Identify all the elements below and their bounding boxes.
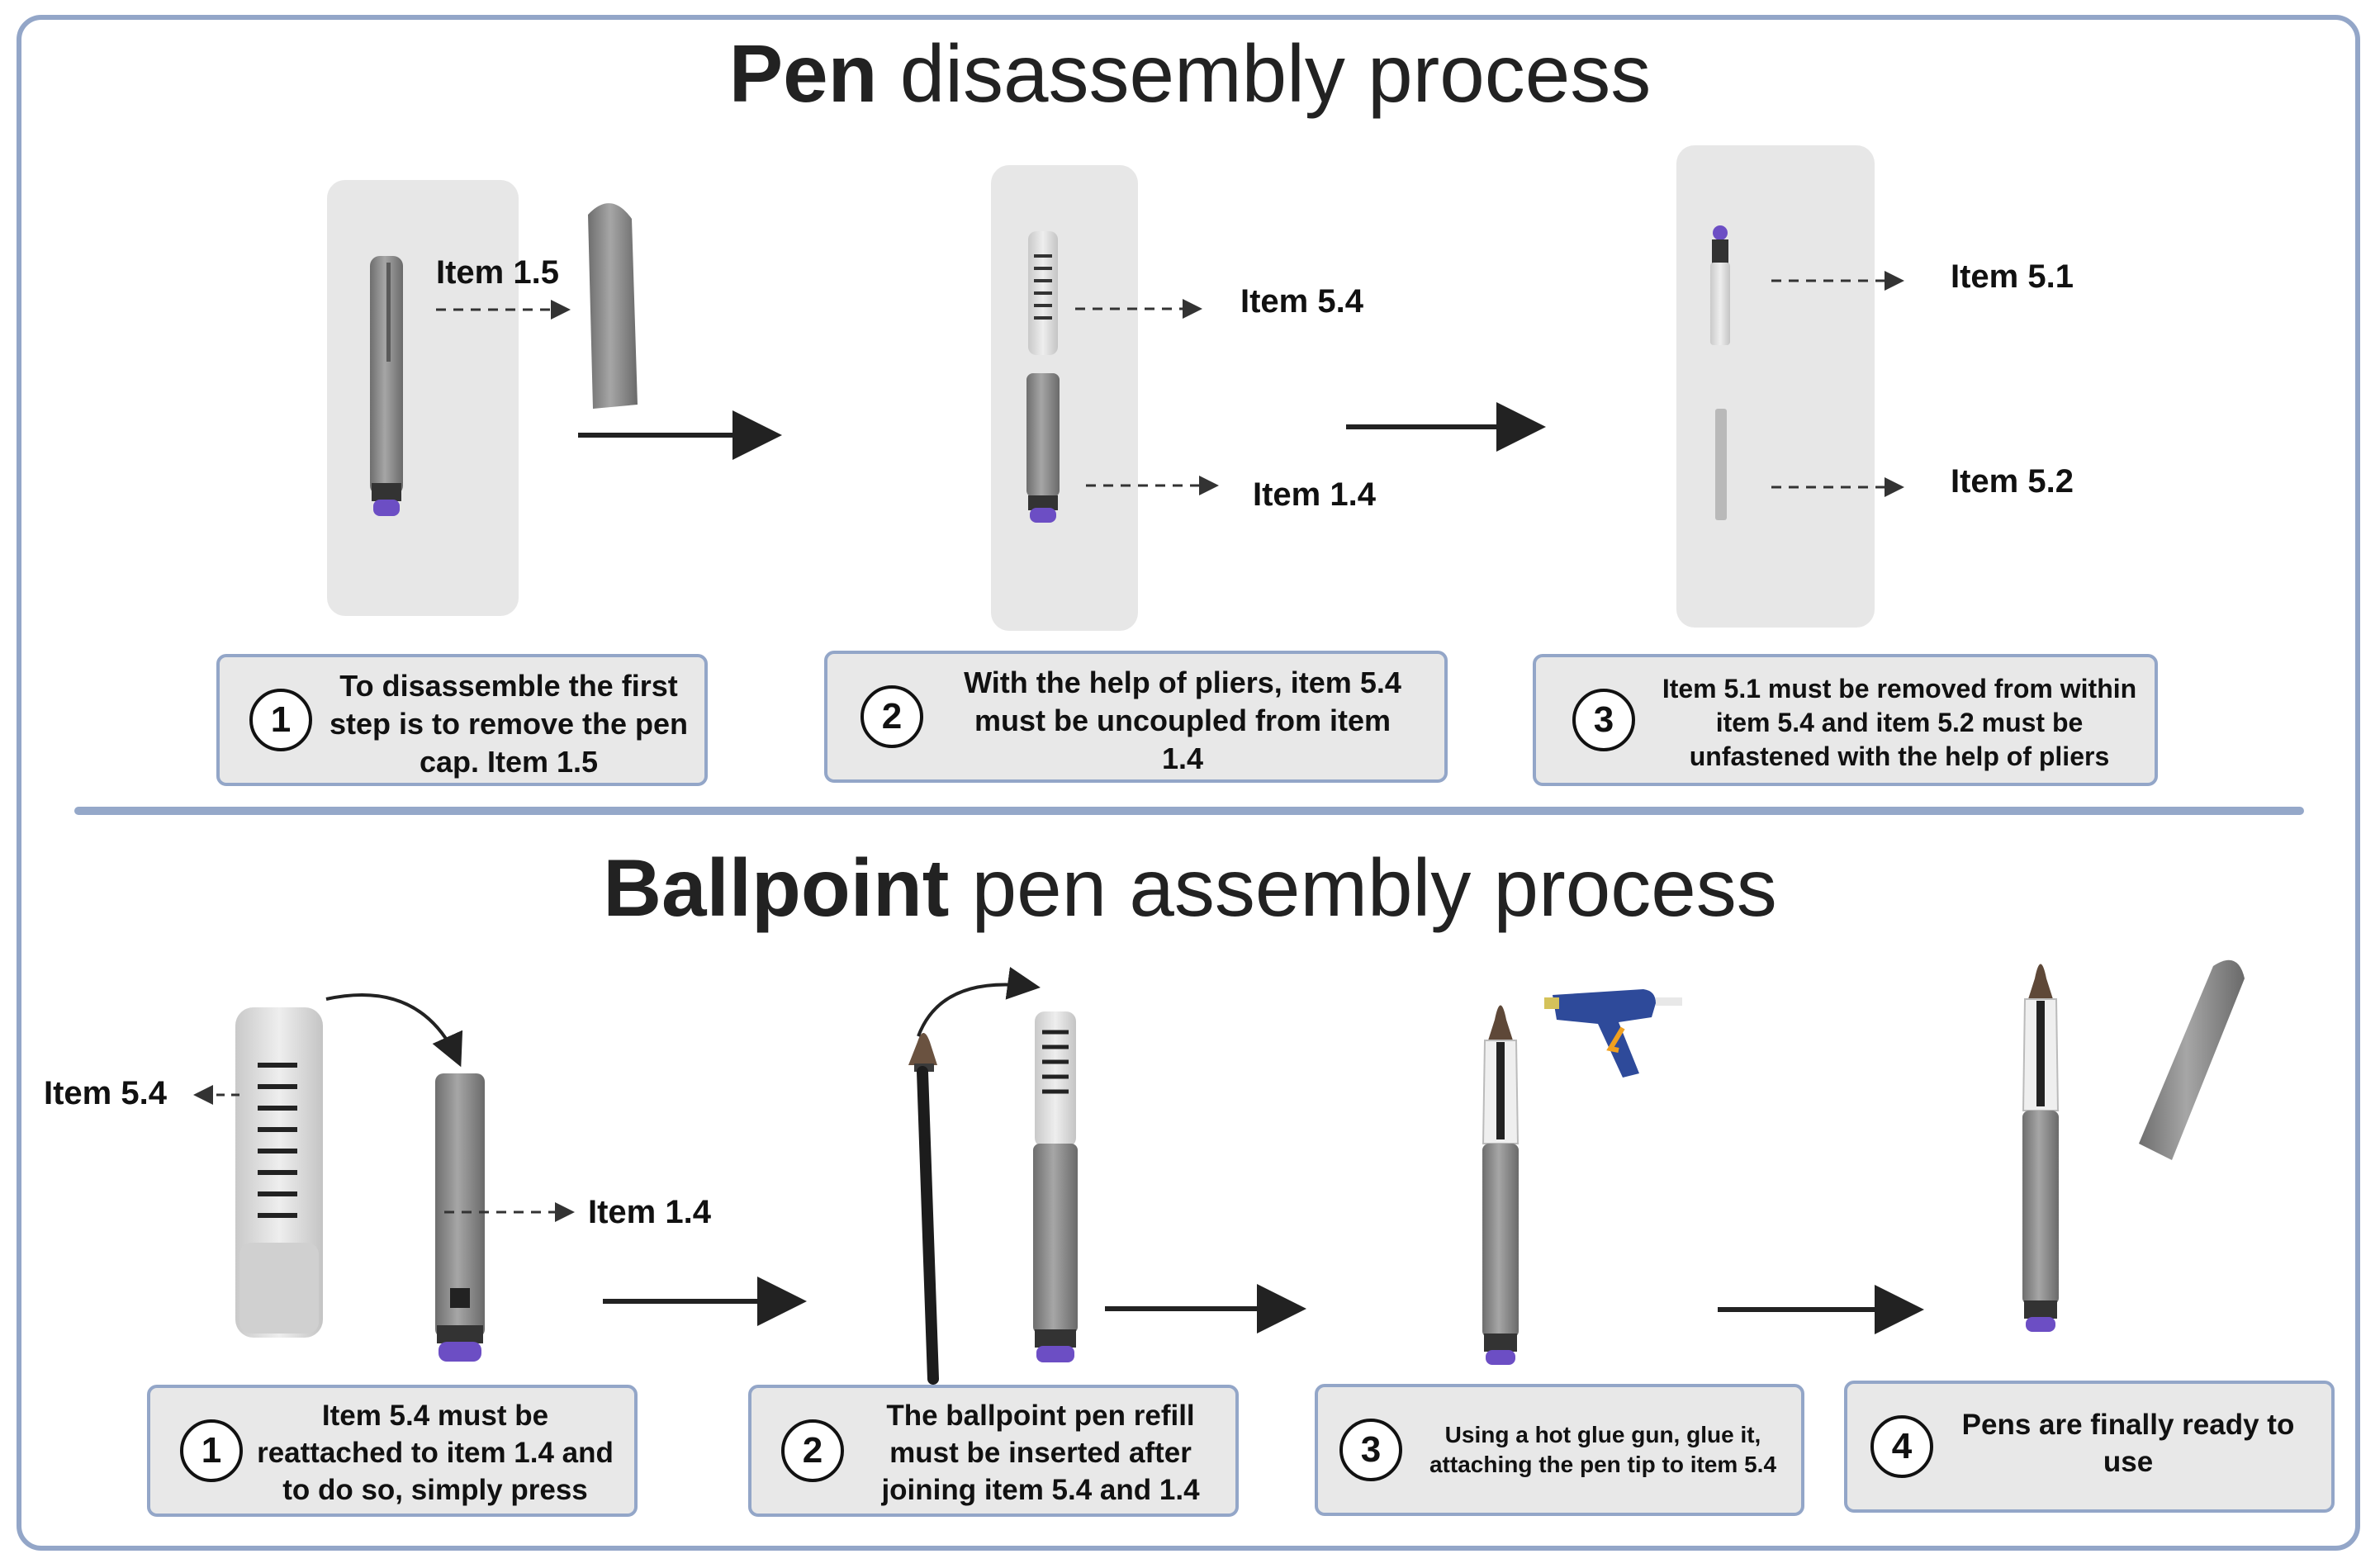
item-1-4-image [1026, 373, 1060, 523]
step-description: To disassemble the first step is to remo… [329, 669, 689, 779]
finished-pen-image [2022, 964, 2060, 1332]
label-item-5-2: Item 5.2 [1951, 463, 2074, 500]
label-item-5-1: Item 5.1 [1951, 258, 2074, 295]
label-item-1-4-bottom: Item 1.4 [588, 1194, 711, 1230]
full-pen-image [370, 256, 403, 516]
bottom-step-4-caption: 4 Pens are finally ready to use [1844, 1381, 2335, 1513]
bottom-step-2-caption: 2 The ballpoint pen refill must be inser… [748, 1385, 1239, 1517]
top-step-3-caption: 3 Item 5.1 must be removed from within i… [1533, 654, 2158, 786]
pen-cap-image [588, 203, 638, 409]
label-item-1-4: Item 1.4 [1253, 476, 1376, 513]
step-number-badge: 2 [860, 685, 923, 748]
bottom-step-3-caption: 3 Using a hot glue gun, glue it, attachi… [1315, 1384, 1804, 1516]
step-number-badge: 3 [1572, 689, 1635, 751]
item-1-4-large-image [435, 1073, 485, 1362]
step-number-badge: 4 [1870, 1415, 1933, 1478]
top-step-1-caption: 1 To disassemble the first step is to re… [216, 654, 708, 786]
refill-image [908, 1033, 939, 1385]
assembly-title: Ballpoint pen assembly process [603, 842, 1777, 933]
diagram-frame [17, 15, 2360, 1551]
step-description: The ballpoint pen refill must be inserte… [881, 1400, 1200, 1506]
step3-photo-panel [1676, 145, 1875, 628]
label-item-5-4-bottom: Item 5.4 [44, 1075, 167, 1111]
step-description: Item 5.4 must be reattached to item 1.4 … [257, 1400, 614, 1506]
step-description: With the help of pliers, item 5.4 must b… [964, 666, 1401, 776]
step-description: Item 5.1 must be removed from within ite… [1662, 674, 2137, 771]
curved-arrow-bottom-2 [917, 966, 1041, 1037]
item-5-4-large-image [235, 1007, 323, 1338]
step1-photo-panel [327, 180, 519, 616]
disassembly-title: Pen disassembly process [728, 28, 1652, 119]
step-number-badge: 3 [1339, 1419, 1402, 1481]
label-item-5-4: Item 5.4 [1240, 283, 1363, 320]
top-step-2-caption: 2 With the help of pliers, item 5.4 must… [824, 651, 1448, 783]
item-5-2-image [1715, 409, 1727, 520]
glue-gun-icon [1544, 989, 1682, 1078]
section-divider [74, 807, 2304, 815]
step-number-badge: 2 [781, 1419, 844, 1482]
pen-with-tip-image [1482, 1005, 1520, 1365]
bottom-step-1-caption: 1 Item 5.4 must be reattached to item 1.… [147, 1385, 638, 1517]
step-number-badge: 1 [180, 1419, 243, 1482]
finished-pen-cap-image [2139, 959, 2245, 1160]
step-description: Pens are finally ready to use [1961, 1409, 2295, 1478]
curved-arrow-bottom-1 [325, 993, 463, 1068]
item-5-4-image [1028, 231, 1058, 355]
step2-photo-panel [991, 165, 1138, 631]
label-item-1-5: Item 1.5 [436, 254, 559, 291]
item-5-1-image [1710, 225, 1730, 345]
step-description: Using a hot glue gun, glue it, attaching… [1429, 1422, 1777, 1477]
step-number-badge: 1 [249, 689, 312, 751]
assembled-body-image [1033, 1011, 1078, 1362]
